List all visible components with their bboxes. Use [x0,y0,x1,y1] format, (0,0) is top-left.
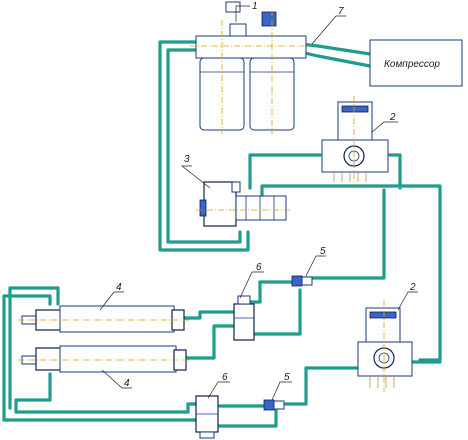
tee-lower [263,399,285,411]
callout-5-upper: 5 [320,246,326,257]
callout-5-lower: 5 [284,372,290,383]
pipe-reg-down [298,188,386,280]
callout-4-upper: 4 [116,282,122,293]
tee-upper [291,275,313,287]
compressor-label: Компрессор [384,59,440,70]
solenoid-valve [196,181,292,227]
callout-6-lower: 6 [222,372,228,383]
callout-6-upper: 6 [256,262,262,273]
cylinder-lower [18,345,190,373]
pipe-filter-loop [158,40,250,252]
pipe-tee-bottom-right [216,408,278,428]
compressor: Компрессор [369,39,463,87]
pipe-reg-right [388,153,402,190]
regulator-bottom [357,300,413,392]
callout-1: 1 [252,1,258,12]
pipe-filter-loop-inner [166,48,242,244]
callouts: 1 7 2 3 6 5 4 2 4 6 5 [99,1,418,401]
valve-lower [195,395,219,439]
callout-2-bottom: 2 [409,282,416,293]
regulator-top [321,96,389,186]
pipe-solenoid-to-reg [248,153,322,190]
pipe-compressor-feed [298,42,372,56]
callout-2-top: 2 [389,112,396,123]
pipe-solenoid-to-reg-2 [260,184,442,362]
pipe-left-loop-inner [14,372,198,414]
pipe-tee-bottom-up [284,366,362,406]
callout-4-lower: 4 [124,378,130,389]
pipe-v6-cyl1 [180,310,236,320]
pipe-tee-down [252,288,302,336]
callout-3: 3 [184,154,190,165]
pipe-left-loop-outer [2,294,202,422]
pipe-left-loop-mid [8,286,60,410]
cylinder-upper [18,305,190,333]
pipe-v6-cyl2 [180,324,236,360]
pipes [2,40,442,428]
compressor-box [369,39,463,87]
filter-lubricator-unit [190,1,310,134]
callout-7: 7 [338,6,344,17]
pipe-compressor-feed-2 [298,50,372,68]
pipe-tee-valve-top [246,280,298,304]
valve-upper [233,295,255,341]
